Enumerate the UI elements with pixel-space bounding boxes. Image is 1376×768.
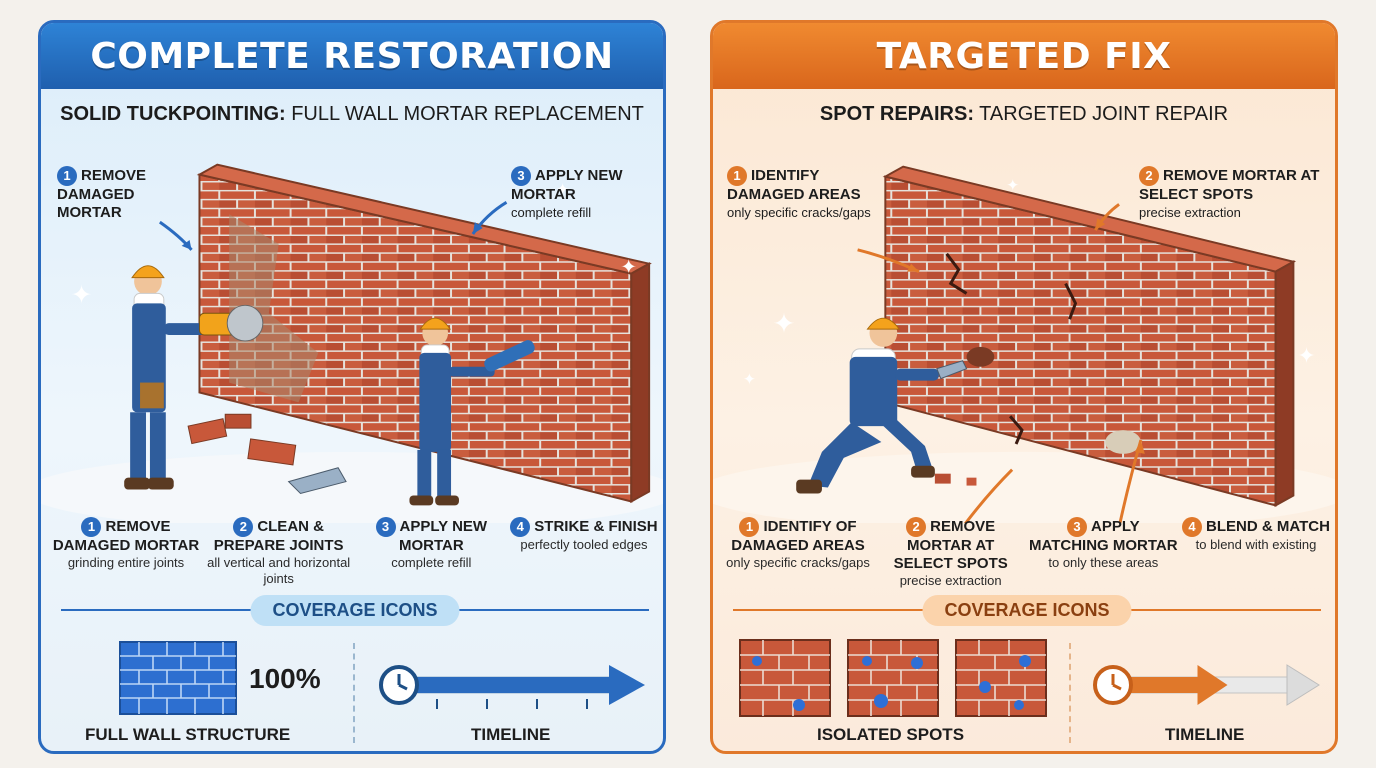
timeline-label: TIMELINE	[471, 725, 551, 744]
step-number-badge: 3	[1066, 517, 1087, 537]
subtitle-rest: TARGETED JOINT REPAIR	[973, 103, 1229, 125]
panel-subtitle: SPOT REPAIRS: TARGETED JOINT REPAIR	[713, 103, 1335, 126]
step-number-badge: 1	[739, 517, 760, 537]
timeline-arrowhead	[609, 665, 645, 705]
step-desc: precise extraction	[899, 573, 1002, 588]
step-title: REMOVE DAMAGED MORTAR	[52, 517, 200, 554]
step-number-badge: 1	[81, 517, 102, 537]
svg-text:✦: ✦	[743, 370, 756, 389]
callout-desc: complete refill	[511, 205, 592, 220]
coverage-icons-label: COVERAGE ICONS	[250, 595, 460, 626]
timeline-progress-bar	[407, 677, 613, 693]
svg-text:✦: ✦	[71, 280, 93, 310]
isolated-spots-label: ISOLATED SPOTS	[817, 725, 965, 744]
divider	[1069, 643, 1071, 743]
step-number-badge: 4	[1182, 517, 1203, 537]
full-wall-icon	[119, 641, 237, 715]
spot-repair-illustration: ✦ ✦ ✦ ✦	[713, 153, 1335, 532]
step-desc: to blend with existing	[1195, 537, 1317, 552]
step-desc: all vertical and horizontal joints	[207, 555, 351, 586]
svg-text:✦: ✦	[620, 256, 637, 279]
step-desc: complete refill	[391, 555, 472, 570]
step-desc: to only these areas	[1048, 555, 1159, 570]
callout-title: IDENTIFY DAMAGED AREAS	[727, 166, 861, 203]
step-number-badge: 3	[511, 166, 531, 186]
worker-applying-mortar-icon	[409, 317, 535, 506]
divider	[353, 643, 355, 743]
step-number-badge: 3	[375, 517, 396, 537]
timeline-arrowhead	[1197, 665, 1228, 705]
coverage-percent: 100%	[249, 663, 321, 694]
subtitle-bold: SPOT REPAIRS:	[819, 103, 974, 125]
coverage-header: COVERAGE ICONS	[733, 595, 1321, 626]
full-wall-scene: ✦ ✦ ✦	[41, 163, 663, 532]
timeline-graphic	[379, 665, 645, 709]
panel-subtitle: SOLID TUCKPOINTING: FULL WALL MORTAR REP…	[41, 103, 663, 126]
step-number-badge: 2	[233, 517, 254, 537]
callout-desc: only specific cracks/gaps	[727, 205, 871, 220]
spot-brick-icon	[739, 639, 831, 717]
step-title: IDENTIFY OF DAMAGED AREAS	[731, 517, 865, 554]
step-number-badge: 1	[727, 166, 747, 186]
panel-title: COMPLETE RESTORATION	[90, 35, 614, 77]
svg-text:✦: ✦	[1297, 344, 1315, 369]
svg-text:✦: ✦	[556, 179, 569, 198]
step-number-badge: 4	[510, 517, 531, 537]
panel-title: TARGETED FIX	[876, 35, 1172, 77]
step-title: CLEAN & PREPARE JOINTS	[213, 517, 344, 554]
timeline-label: TIMELINE	[1165, 725, 1245, 744]
step-title: REMOVE MORTAR AT SELECT SPOTS	[893, 517, 1008, 572]
partial-wall-scene: ✦ ✦ ✦ ✦	[713, 165, 1335, 532]
isolated-spots-icons	[739, 639, 1047, 717]
step-number-badge: 2	[1139, 166, 1159, 186]
panel-title-banner: TARGETED FIX	[713, 23, 1335, 89]
timeline-progress-bar	[1121, 677, 1198, 693]
full-wall-structure-label: FULL WALL STRUCTURE	[85, 725, 291, 744]
step-desc: only specific cracks/gaps	[726, 555, 870, 570]
step-desc: perfectly tooled edges	[520, 537, 648, 552]
step-title: BLEND & MATCH	[1206, 517, 1330, 535]
subtitle-bold: SOLID TUCKPOINTING:	[60, 103, 286, 125]
worker-grinding-icon	[124, 265, 264, 490]
step-desc: grinding entire joints	[67, 555, 185, 570]
svg-text:✦: ✦	[772, 307, 795, 340]
callout-title: REMOVE DAMAGED MORTAR	[57, 166, 147, 221]
worker-kneeling-icon	[796, 317, 968, 494]
svg-text:✦: ✦	[1006, 175, 1019, 194]
coverage-header: COVERAGE ICONS	[61, 595, 649, 626]
step-title: STRIKE & FINISH	[534, 517, 658, 535]
complete-restoration-panel: COMPLETE RESTORATION SOLID TUCKPOINTING:…	[38, 20, 666, 754]
subtitle-rest: FULL WALL MORTAR REPLACEMENT	[285, 103, 644, 125]
restoration-illustration: ✦ ✦ ✦	[41, 153, 663, 532]
step-title: APPLY MATCHING MORTAR	[1029, 517, 1178, 554]
step-title: APPLY NEW MORTAR	[398, 517, 488, 554]
step-number-badge: 2	[906, 517, 927, 537]
callout-title: REMOVE MORTAR AT SELECT SPOTS	[1139, 166, 1320, 203]
spot-brick-icon	[955, 639, 1047, 717]
coverage-icons-label: COVERAGE ICONS	[922, 595, 1132, 626]
targeted-fix-panel: TARGETED FIX SPOT REPAIRS: TARGETED JOIN…	[710, 20, 1338, 754]
spot-brick-icon	[847, 639, 939, 717]
callout-desc: precise extraction	[1139, 205, 1241, 220]
timeline-graphic	[1093, 664, 1320, 706]
step-number-badge: 1	[57, 166, 77, 186]
panel-title-banner: COMPLETE RESTORATION	[41, 23, 663, 89]
callout-title: APPLY NEW MORTAR	[511, 166, 623, 203]
